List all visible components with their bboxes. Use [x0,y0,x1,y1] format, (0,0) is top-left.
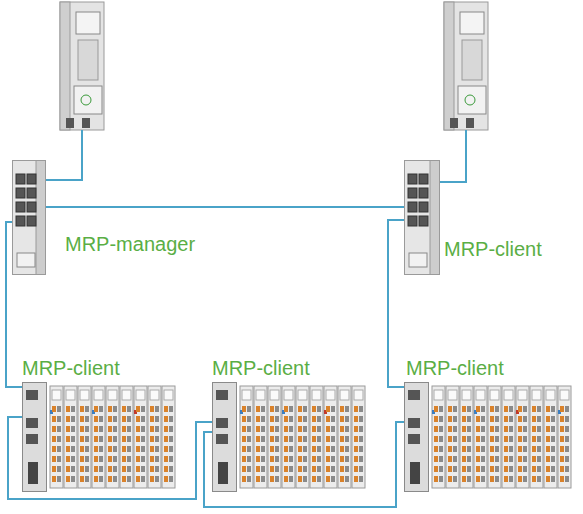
controller-left [60,2,104,130]
io-station: MRP-client [404,382,576,492]
switch-illustration [12,160,46,275]
switch-device: MRP-client [404,160,440,275]
mrp-role-label: MRP-client [444,238,542,260]
mrp-role-label: MRP-client [22,357,120,379]
station-illustration [404,382,576,492]
io-station: MRP-client [212,382,382,492]
ethernet-cable [46,206,404,208]
ethernet-cable [388,220,404,387]
switch-device: MRP-manager [12,160,46,275]
station-illustration [212,382,382,492]
mrp-role-label: MRP-client [406,357,504,379]
station-illustration [22,382,182,492]
mrp-role-label: MRP-client [212,357,310,379]
controller-cable [46,130,82,180]
switch-illustration [404,160,440,275]
mrp-role-label: MRP-manager [65,233,195,255]
io-station: MRP-client [22,382,182,492]
controller-cable [440,130,466,182]
controller-right [444,2,488,130]
